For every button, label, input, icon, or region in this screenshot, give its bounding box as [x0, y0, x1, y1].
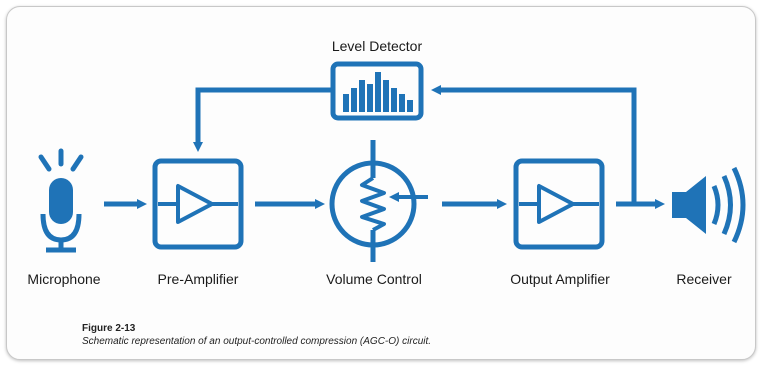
level-detector-label: Level Detector [331, 38, 423, 54]
pre-amplifier-block [152, 158, 244, 250]
arrow-receiver-to-detector [431, 85, 637, 204]
receiver-speaker-icon [672, 166, 746, 244]
level-detector-block [330, 61, 424, 121]
arrow-detector-to-preamp [193, 87, 333, 152]
receiver-label: Receiver [676, 271, 732, 287]
volume-control-label: Volume Control [326, 271, 422, 287]
figure-caption: Schematic representation of an output-co… [82, 336, 432, 347]
microphone-label: Microphone [27, 271, 101, 287]
pre-amplifier-label: Pre-Amplifier [157, 271, 239, 287]
feedback-loop [193, 85, 637, 204]
output-amplifier-label: Output Amplifier [510, 271, 610, 287]
output-amplifier-block [513, 158, 605, 250]
volume-control-block [329, 140, 428, 262]
microphone-icon [38, 148, 84, 253]
figure-number: Figure 2-13 [82, 323, 136, 334]
